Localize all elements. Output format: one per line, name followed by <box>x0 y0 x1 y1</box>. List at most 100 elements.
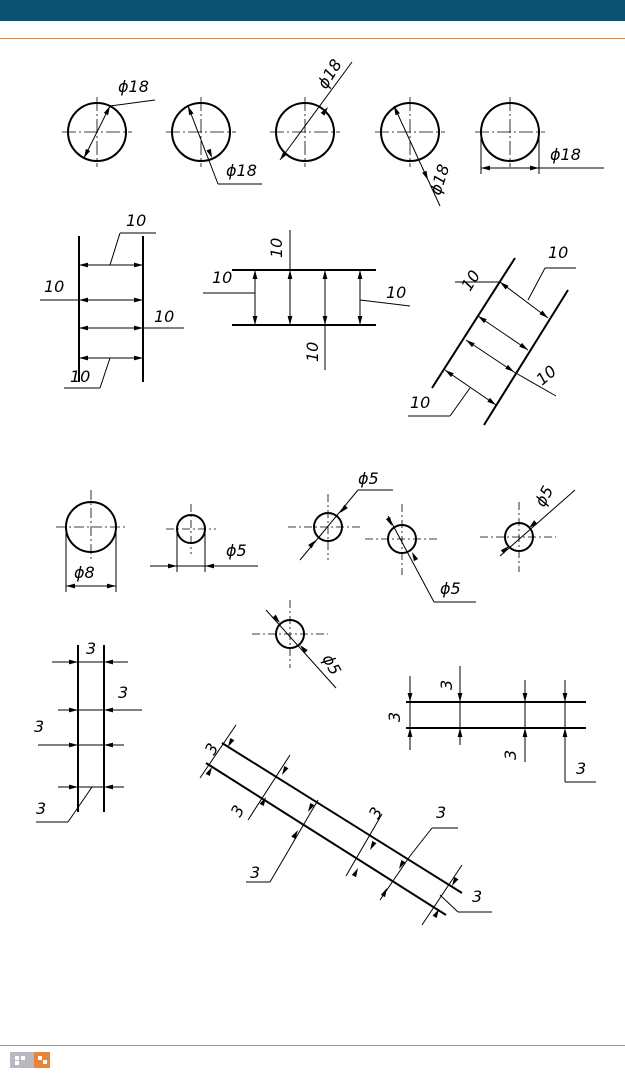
dim-label: 10 <box>386 283 406 302</box>
arrowhead <box>519 342 528 350</box>
arrowhead <box>188 106 194 116</box>
dim-label: ϕ5 <box>358 469 379 488</box>
circle-d5-1: ϕ5 <box>150 504 258 572</box>
dim-label: 3 <box>436 803 446 822</box>
dim-label: ϕ18 <box>226 161 257 180</box>
arrowhead <box>500 546 509 554</box>
arrowhead <box>134 262 143 268</box>
inclined-pair-dim-3: 3 3 3 3 3 3 <box>199 724 492 926</box>
dim-label: 10 <box>154 307 174 326</box>
arrowhead <box>478 316 487 324</box>
dim-label: ϕ18 <box>313 56 345 92</box>
arrowhead <box>300 645 308 654</box>
horizontal-pair-dim-3: 3 3 3 3 <box>385 666 596 783</box>
header-bar <box>0 0 625 21</box>
dim-label: 3 <box>501 750 520 760</box>
arrowhead <box>539 310 548 318</box>
arrowhead <box>481 165 490 171</box>
dim-label: ϕ18 <box>550 145 581 164</box>
arrowhead <box>104 707 113 713</box>
arrowhead <box>422 170 428 180</box>
arrowhead <box>168 563 177 569</box>
arrowhead <box>103 106 110 116</box>
arrowhead <box>79 297 88 303</box>
arrowhead <box>394 106 400 116</box>
circle-d18-3: ϕ18 <box>270 56 353 167</box>
arrowhead <box>340 504 348 513</box>
dim-label: 10 <box>126 211 146 230</box>
arrowhead <box>530 165 539 171</box>
arrowhead <box>104 659 113 665</box>
dim-label: ϕ5 <box>318 651 345 678</box>
arrowhead <box>280 151 288 160</box>
circle-d18-2: ϕ18 <box>166 97 262 185</box>
dim-label: ϕ5 <box>440 579 461 598</box>
arrowhead <box>107 583 116 589</box>
arrowhead <box>104 784 113 790</box>
arrowhead <box>522 728 528 737</box>
dim-label: 10 <box>548 243 568 262</box>
dim-label: 3 <box>36 799 46 818</box>
arrowhead <box>562 693 568 702</box>
arrowhead <box>399 859 406 869</box>
dim-label: 3 <box>86 639 96 658</box>
inclined-pair-dim-10: 10 10 10 10 <box>408 243 576 426</box>
publisher-logo-icon <box>10 1050 52 1070</box>
arrowhead <box>505 364 514 372</box>
circle-d18-5: ϕ18 <box>475 97 604 174</box>
arrowhead <box>407 728 413 737</box>
dim-label: 3 <box>385 712 404 722</box>
arrowhead <box>500 282 509 290</box>
arrowhead <box>412 552 419 562</box>
arrowhead <box>380 888 387 898</box>
arrowhead <box>562 728 568 737</box>
dim-label: 10 <box>303 342 322 362</box>
arrowhead <box>205 563 214 569</box>
arrowhead <box>79 325 88 331</box>
arrowhead <box>445 370 454 378</box>
horizontal-pair-dim-10: 10 10 10 10 <box>203 230 411 370</box>
arrowhead <box>252 270 258 279</box>
header-divider <box>0 38 625 39</box>
arrowhead <box>522 693 528 702</box>
circle-d5-4: ϕ5 <box>480 483 576 572</box>
dimensioning-drawing: ϕ18 ϕ18 ϕ18 ϕ18 ϕ18 <box>34 56 604 926</box>
arrowhead <box>308 540 316 549</box>
arrowhead <box>291 830 298 839</box>
dim-label: 10 <box>410 393 430 412</box>
arrowhead <box>385 516 392 526</box>
arrowhead <box>466 340 475 348</box>
dim-label: 3 <box>437 680 456 690</box>
arrowhead <box>259 797 266 807</box>
arrowhead <box>351 868 358 878</box>
arrowhead <box>252 316 258 325</box>
arrowhead <box>370 840 377 850</box>
circle-d5-2: ϕ5 <box>288 469 393 561</box>
dim-label: 10 <box>267 238 286 258</box>
dim-label: ϕ8 <box>74 563 95 582</box>
dimension-arrowheads <box>66 106 568 919</box>
footer-divider <box>0 1045 625 1046</box>
arrowhead <box>66 583 75 589</box>
arrowhead <box>529 520 538 528</box>
circle-d5-3: ϕ5 <box>365 504 476 603</box>
arrowhead <box>79 355 88 361</box>
vertical-pair-dim-10: 10 10 10 10 <box>40 211 184 389</box>
arrowhead <box>308 802 315 812</box>
dim-label: 10 <box>44 277 64 296</box>
dim-label: 3 <box>365 804 387 822</box>
arrowhead <box>282 765 289 775</box>
arrowhead <box>322 316 328 325</box>
arrowhead <box>272 614 280 623</box>
dim-label: 3 <box>201 740 223 758</box>
arrowhead <box>228 737 235 747</box>
arrowhead <box>357 316 363 325</box>
arrowhead <box>452 876 459 886</box>
dim-label: ϕ5 <box>226 541 247 560</box>
circle-d8: ϕ8 <box>56 490 126 592</box>
arrowhead <box>432 909 439 919</box>
dim-label: ϕ5 <box>531 483 558 510</box>
arrowhead <box>205 767 212 777</box>
circle-d18-4: ϕ18 <box>375 97 453 207</box>
arrowhead <box>322 270 328 279</box>
